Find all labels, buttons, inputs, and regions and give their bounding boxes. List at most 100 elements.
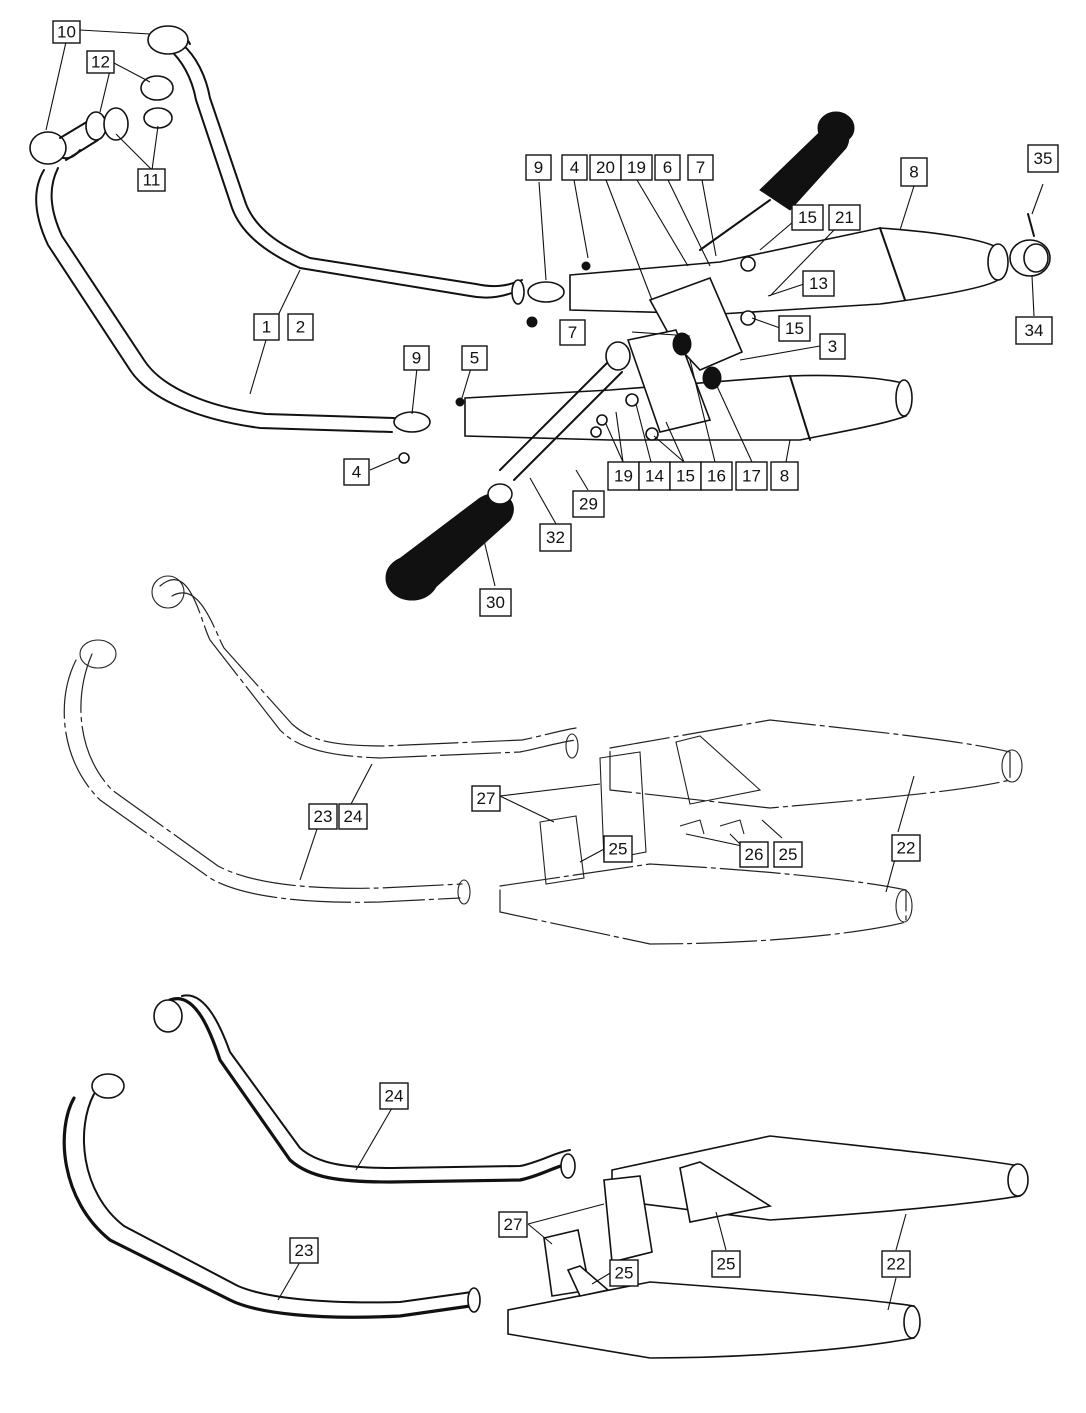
nut-19b [590, 426, 602, 438]
svg-text:6: 6 [663, 158, 672, 177]
callout-21: 21 [828, 204, 861, 231]
callout-6: 6 [654, 154, 681, 181]
rubber-bush-16 [672, 332, 692, 356]
nut-upper [526, 316, 538, 328]
callout-16: 16 [700, 461, 733, 491]
callout-8: 8 [900, 157, 928, 187]
callout-34: 34 [1015, 316, 1053, 345]
svg-text:24: 24 [344, 807, 363, 826]
header-pipe-1 [35, 149, 395, 433]
svg-text:21: 21 [835, 208, 854, 227]
svg-text:16: 16 [707, 467, 726, 486]
callout-2: 2 [287, 313, 314, 341]
pipe-elbow-lower [29, 107, 129, 165]
callout-25: 25 [609, 1259, 639, 1287]
svg-text:4: 4 [570, 158, 579, 177]
callout-9: 9 [403, 345, 430, 371]
callout-labels: 10 12 11 9 4 20 19 6 7 8 35 34 15 21 13 … [52, 20, 1059, 1287]
svg-text:25: 25 [779, 845, 798, 864]
callout-15: 15 [791, 204, 824, 231]
svg-text:15: 15 [798, 208, 817, 227]
bracket-plate-lower [626, 329, 712, 433]
svg-text:3: 3 [828, 337, 837, 356]
callout-25: 25 [773, 841, 803, 868]
callout-25: 25 [603, 835, 633, 863]
callout-24: 24 [379, 1082, 409, 1110]
leaders-section-1 [45, 29, 1044, 587]
svg-text:15: 15 [785, 319, 804, 338]
svg-text:25: 25 [615, 1264, 634, 1283]
callout-22: 22 [881, 1250, 911, 1278]
callout-23: 23 [308, 803, 338, 830]
svg-text:35: 35 [1034, 149, 1053, 168]
svg-text:10: 10 [57, 23, 76, 42]
callout-3: 3 [819, 333, 846, 360]
callout-15: 15 [778, 315, 811, 342]
svg-text:30: 30 [486, 593, 505, 612]
callout-20: 20 [589, 154, 622, 181]
svg-text:11: 11 [143, 171, 161, 190]
svg-text:8: 8 [780, 467, 789, 486]
callout-7: 7 [687, 154, 714, 181]
bolt-lower [398, 452, 410, 464]
callout-23: 23 [289, 1237, 319, 1264]
washer-15b [740, 310, 756, 326]
footrest-rubber-upper [699, 111, 855, 251]
callout-29: 29 [572, 490, 605, 518]
callout-11: 11 [137, 168, 166, 192]
leaders-section-2 [299, 763, 915, 893]
svg-text:5: 5 [470, 349, 479, 368]
washer-15a [740, 256, 756, 272]
callout-8: 8 [770, 461, 799, 491]
footrest-rubber-30 [385, 483, 514, 601]
svg-text:1: 1 [262, 318, 271, 337]
screw-4-upper [581, 261, 591, 271]
svg-text:27: 27 [504, 1215, 523, 1234]
callout-19: 19 [607, 461, 640, 491]
callout-1: 1 [253, 313, 280, 341]
svg-text:19: 19 [627, 158, 646, 177]
silencer-upper-alt [611, 1135, 1021, 1221]
header-pipe-2 [167, 43, 525, 305]
end-cap-34 [1009, 239, 1051, 277]
leaders-section-3 [277, 1107, 907, 1311]
svg-text:26: 26 [745, 845, 764, 864]
svg-text:8: 8 [909, 163, 918, 182]
svg-text:32: 32 [546, 528, 565, 547]
svg-text:23: 23 [314, 807, 333, 826]
replacement-assembly [62, 994, 1029, 1359]
svg-text:19: 19 [614, 467, 633, 486]
callout-15: 15 [669, 461, 702, 491]
bracket-25-b [566, 1265, 610, 1297]
washer-14 [625, 393, 639, 407]
callout-9: 9 [525, 154, 552, 181]
svg-text:22: 22 [897, 839, 916, 858]
silencer-upper [569, 227, 1009, 315]
callout-7: 7 [559, 319, 586, 346]
svg-text:12: 12 [91, 53, 110, 72]
callout-13: 13 [802, 270, 835, 297]
svg-text:25: 25 [609, 840, 628, 859]
callout-35: 35 [1027, 144, 1059, 173]
svg-text:25: 25 [717, 1255, 736, 1274]
callout-30: 30 [479, 588, 512, 617]
callout-32: 32 [539, 523, 572, 552]
bracket-25-a [679, 1161, 773, 1223]
svg-text:29: 29 [579, 495, 598, 514]
plate-27-a [603, 1175, 653, 1264]
callout-5: 5 [461, 345, 488, 371]
svg-text:2: 2 [296, 318, 305, 337]
svg-text:9: 9 [412, 349, 421, 368]
pipe-elbow-upper [140, 25, 191, 129]
callout-27: 27 [471, 785, 501, 812]
callout-12: 12 [86, 50, 115, 74]
svg-text:34: 34 [1025, 321, 1044, 340]
svg-text:13: 13 [809, 274, 828, 293]
screw-5 [455, 397, 465, 407]
callout-19: 19 [620, 154, 653, 181]
svg-text:24: 24 [385, 1087, 404, 1106]
rubber-bush-17 [702, 366, 722, 390]
svg-text:23: 23 [295, 1241, 314, 1260]
